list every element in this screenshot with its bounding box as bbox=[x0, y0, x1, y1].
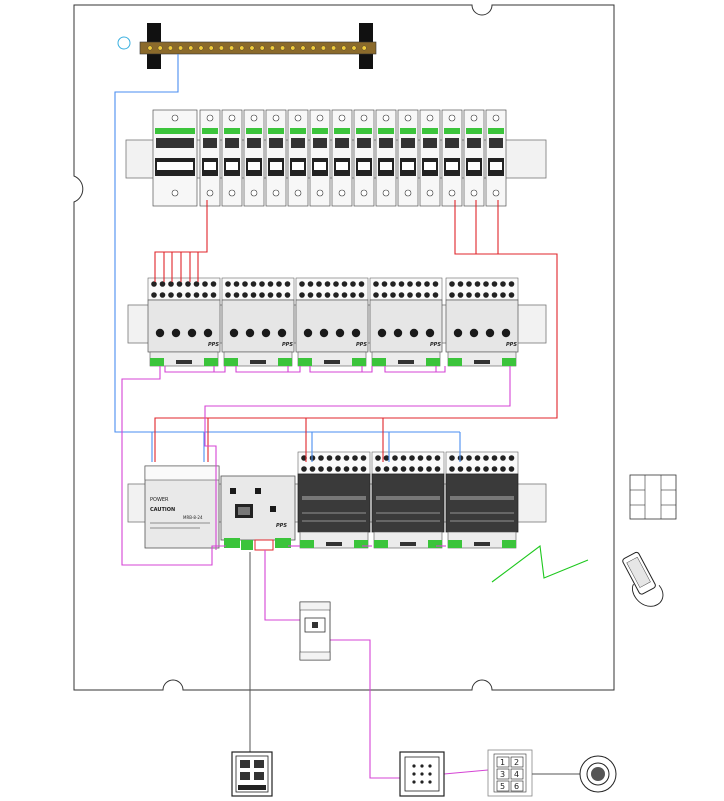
module-brand: PPS bbox=[356, 342, 367, 348]
gateway-module: PPS bbox=[220, 475, 296, 551]
dimmer-module: PPS bbox=[369, 277, 443, 367]
circuit-breaker-icon bbox=[331, 109, 353, 207]
earth-bar-hole bbox=[331, 45, 336, 51]
power-supply-caution: CAUTION bbox=[150, 507, 175, 513]
earth-bar-hole bbox=[259, 45, 265, 51]
mounting-hole-icon bbox=[117, 36, 131, 50]
earth-bar-hole bbox=[249, 45, 255, 51]
earth-bar-hole bbox=[147, 45, 153, 51]
dimmer-module: PPS bbox=[221, 277, 295, 367]
dimmer-module-row: PPS PPS PPS PPS PPS bbox=[147, 277, 519, 367]
smartphone-icon bbox=[622, 551, 664, 607]
neutral-wires bbox=[151, 432, 461, 462]
bus-wires bbox=[121, 366, 511, 779]
wireless-signal-icon bbox=[491, 544, 589, 583]
circuit-breaker-icon bbox=[243, 109, 265, 207]
circuit-breaker-icon bbox=[309, 109, 331, 207]
circuit-breaker-icon bbox=[199, 109, 221, 207]
relay-module bbox=[371, 451, 445, 549]
earth-bar-hole bbox=[290, 45, 296, 51]
gateway-brand: PPS bbox=[276, 523, 287, 529]
circuit-breaker-icon bbox=[419, 109, 441, 207]
earth-bar-hole bbox=[341, 45, 347, 51]
circuit-breaker-row bbox=[152, 109, 507, 207]
power-supply-model: MRB-8-24 bbox=[183, 515, 203, 520]
keypad-panel: 1 2 3 4 5 6 bbox=[487, 749, 533, 797]
circuit-breaker-icon bbox=[441, 109, 463, 207]
relay-box bbox=[399, 751, 445, 797]
relay-module-row bbox=[297, 451, 519, 549]
module-brand: PPS bbox=[282, 342, 293, 348]
circuit-breaker-icon bbox=[287, 109, 309, 207]
module-brand: PPS bbox=[506, 342, 517, 348]
earth-bar-hole bbox=[269, 45, 275, 51]
earth-bar-hole bbox=[300, 45, 306, 51]
circuit-breaker-icon bbox=[397, 109, 419, 207]
circuit-breaker-icon bbox=[265, 109, 287, 207]
relay-module bbox=[297, 451, 371, 549]
module-brand: PPS bbox=[208, 342, 219, 348]
earth-bar-hole bbox=[351, 45, 357, 51]
earth-bar-hole bbox=[178, 45, 184, 51]
earth-bar-hole bbox=[239, 45, 245, 51]
circuit-breaker-icon bbox=[463, 109, 485, 207]
earth-bar-hole bbox=[157, 45, 163, 51]
circuit-breaker-icon bbox=[485, 109, 507, 207]
earth-bar-hole bbox=[361, 45, 367, 51]
key-4: 4 bbox=[514, 770, 519, 779]
key-3: 3 bbox=[500, 770, 505, 779]
module-brand: PPS bbox=[430, 342, 441, 348]
earth-bar-hole bbox=[198, 45, 204, 51]
key-6: 6 bbox=[514, 782, 519, 791]
key-2: 2 bbox=[514, 758, 519, 767]
earth-bar-icon bbox=[139, 23, 377, 69]
key-5: 5 bbox=[500, 782, 505, 791]
circuit-breaker-icon bbox=[221, 109, 243, 207]
earth-bar-hole bbox=[310, 45, 316, 51]
doorbell-icon bbox=[579, 755, 617, 793]
earth-bar-hole bbox=[280, 45, 285, 51]
power-supply-title: POWER bbox=[150, 497, 169, 503]
circuit-breaker-icon bbox=[375, 109, 397, 207]
dimmer-module: PPS bbox=[147, 277, 221, 367]
dimmer-module: PPS bbox=[295, 277, 369, 367]
live-wires bbox=[154, 200, 558, 462]
wall-control-panel bbox=[231, 751, 273, 797]
earth-wire bbox=[114, 54, 460, 433]
earth-bar-hole bbox=[208, 45, 214, 51]
key-1: 1 bbox=[500, 758, 505, 767]
wall-switch-icon bbox=[629, 474, 677, 520]
dimmer-module: PPS bbox=[445, 277, 519, 367]
earth-bar-hole bbox=[167, 45, 173, 51]
circuit-breaker-icon bbox=[353, 109, 375, 207]
earth-bar-hole bbox=[218, 45, 224, 51]
power-supply-module: POWER CAUTION MRB-8-24 bbox=[144, 465, 220, 549]
interface-module bbox=[299, 601, 331, 661]
relay-module bbox=[445, 451, 519, 549]
circuit-breaker-icon bbox=[152, 109, 198, 207]
earth-bar-hole bbox=[320, 45, 326, 51]
earth-bar-hole bbox=[229, 45, 235, 51]
earth-bar-hole bbox=[188, 45, 194, 51]
